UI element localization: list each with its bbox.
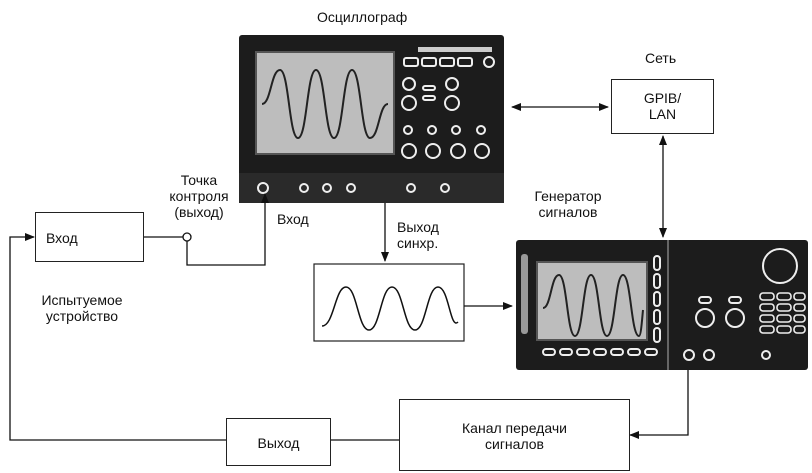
test-point-label: Точка контроля (выход)	[158, 172, 240, 220]
feedback-loop-link	[10, 237, 226, 440]
generator-title: Генератор сигналов	[513, 188, 623, 220]
scope-top-bar	[418, 47, 492, 52]
test-point-node	[183, 233, 191, 241]
generator-to-channel-link	[630, 370, 688, 435]
gpib-lan-line1: GPIB/	[612, 90, 713, 106]
dut-input-label: Вход	[46, 230, 78, 246]
scope-input-label: Вход	[277, 211, 309, 227]
sync-waveform-box	[314, 264, 464, 341]
dut-output-box: Выход	[226, 418, 331, 466]
channel-box: Канал передачи сигналов	[399, 399, 630, 471]
dut-name: Испытуемое устройство	[22, 292, 142, 324]
test-point-line1: Точка	[158, 172, 240, 188]
channel-line1: Канал передачи	[400, 420, 629, 436]
test-point-line3: (выход)	[158, 204, 240, 220]
generator-title-line1: Генератор	[513, 188, 623, 204]
network-title: Сеть	[645, 50, 676, 66]
oscilloscope-title: Осциллограф	[317, 9, 407, 25]
dut-input-box: Вход	[35, 212, 144, 262]
test-point-line2: контроля	[158, 188, 240, 204]
generator-title-line2: сигналов	[513, 204, 623, 220]
generator-device	[516, 240, 808, 370]
dut-output-label: Выход	[258, 435, 300, 451]
dut-name-line2: устройство	[22, 308, 142, 324]
dut-name-line1: Испытуемое	[22, 292, 142, 308]
gpib-lan-line2: LAN	[612, 106, 713, 122]
sync-output-label: Выход синхр.	[397, 219, 439, 251]
gpib-lan-box: GPIB/ LAN	[611, 79, 714, 134]
channel-line2: сигналов	[400, 436, 629, 452]
sync-output-line1: Выход	[397, 219, 439, 235]
sync-output-line2: синхр.	[397, 235, 439, 251]
oscilloscope-device	[239, 35, 504, 203]
